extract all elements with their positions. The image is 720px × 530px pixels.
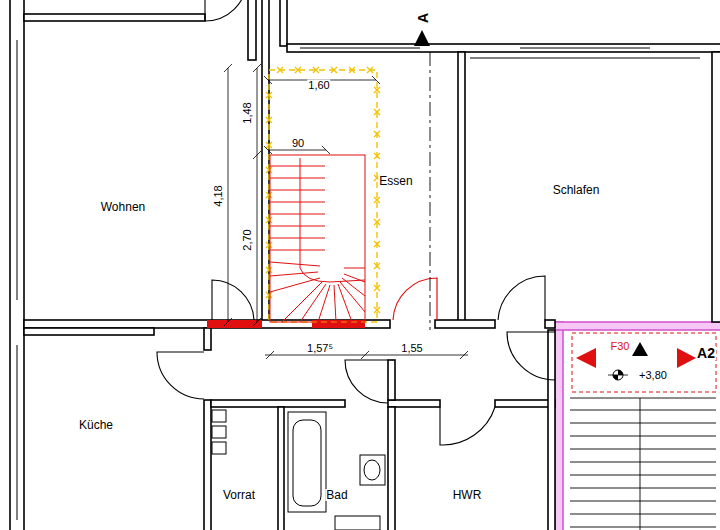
- marker-cross: [331, 67, 337, 73]
- room-label: HWR: [452, 489, 483, 501]
- marker-cross: [374, 307, 380, 313]
- stair-tread: [640, 398, 641, 530]
- stair-tread: [570, 475, 716, 476]
- section-mark: A2: [696, 346, 716, 360]
- stair-tread: [570, 527, 716, 528]
- marker-cross: [349, 67, 355, 73]
- marker-cross: [374, 241, 380, 247]
- marker-cross: [374, 109, 380, 115]
- marker-cross: [374, 197, 380, 203]
- room-label: Essen: [378, 175, 413, 187]
- room-label: Wohnen: [100, 201, 146, 213]
- marker-cross: [374, 263, 380, 269]
- marker-cross: [266, 192, 272, 198]
- stair-tread: [570, 501, 716, 502]
- room-label: Küche: [78, 419, 114, 431]
- dimension-label: 4,18: [213, 184, 224, 207]
- stair-tread: [570, 436, 716, 437]
- marker-cross: [266, 117, 272, 123]
- dimension-label: 1,60: [307, 80, 330, 91]
- marker-cross: [295, 67, 301, 73]
- dimension-label: 1,48: [242, 101, 253, 124]
- marker-cross: [313, 67, 319, 73]
- stair-tread: [570, 423, 716, 424]
- marker-cross: [374, 131, 380, 137]
- fire-rating-label: F30: [610, 341, 631, 352]
- stair-tread: [570, 488, 716, 489]
- stair-tread: [570, 398, 716, 399]
- marker-cross: [374, 153, 380, 159]
- stair-tread: [570, 449, 716, 450]
- section-mark: A: [416, 12, 430, 24]
- room-label: Schlafen: [552, 184, 601, 196]
- dimension-label: 1,57⁵: [306, 343, 334, 354]
- room-label: Bad: [325, 489, 348, 501]
- marker-cross: [277, 67, 283, 73]
- marker-cross: [374, 219, 380, 225]
- dimension-label: 90: [291, 138, 305, 149]
- marker-cross: [266, 142, 272, 148]
- marker-cross: [266, 167, 272, 173]
- stair-tread: [570, 410, 716, 411]
- dimension-label: 1,55: [400, 343, 423, 354]
- marker-cross: [374, 87, 380, 93]
- marker-cross: [374, 285, 380, 291]
- stair-tread: [570, 514, 716, 515]
- level-label: +3,80: [638, 370, 668, 381]
- marker-cross: [266, 242, 272, 248]
- stair-tread: [570, 462, 716, 463]
- dimension-label: 2,70: [242, 228, 253, 251]
- marker-cross: [266, 217, 272, 223]
- room-label: Vorrat: [222, 489, 256, 501]
- marker-cross: [266, 267, 272, 273]
- marker-cross: [367, 67, 373, 73]
- marker-cross: [266, 92, 272, 98]
- marker-cross: [266, 292, 272, 298]
